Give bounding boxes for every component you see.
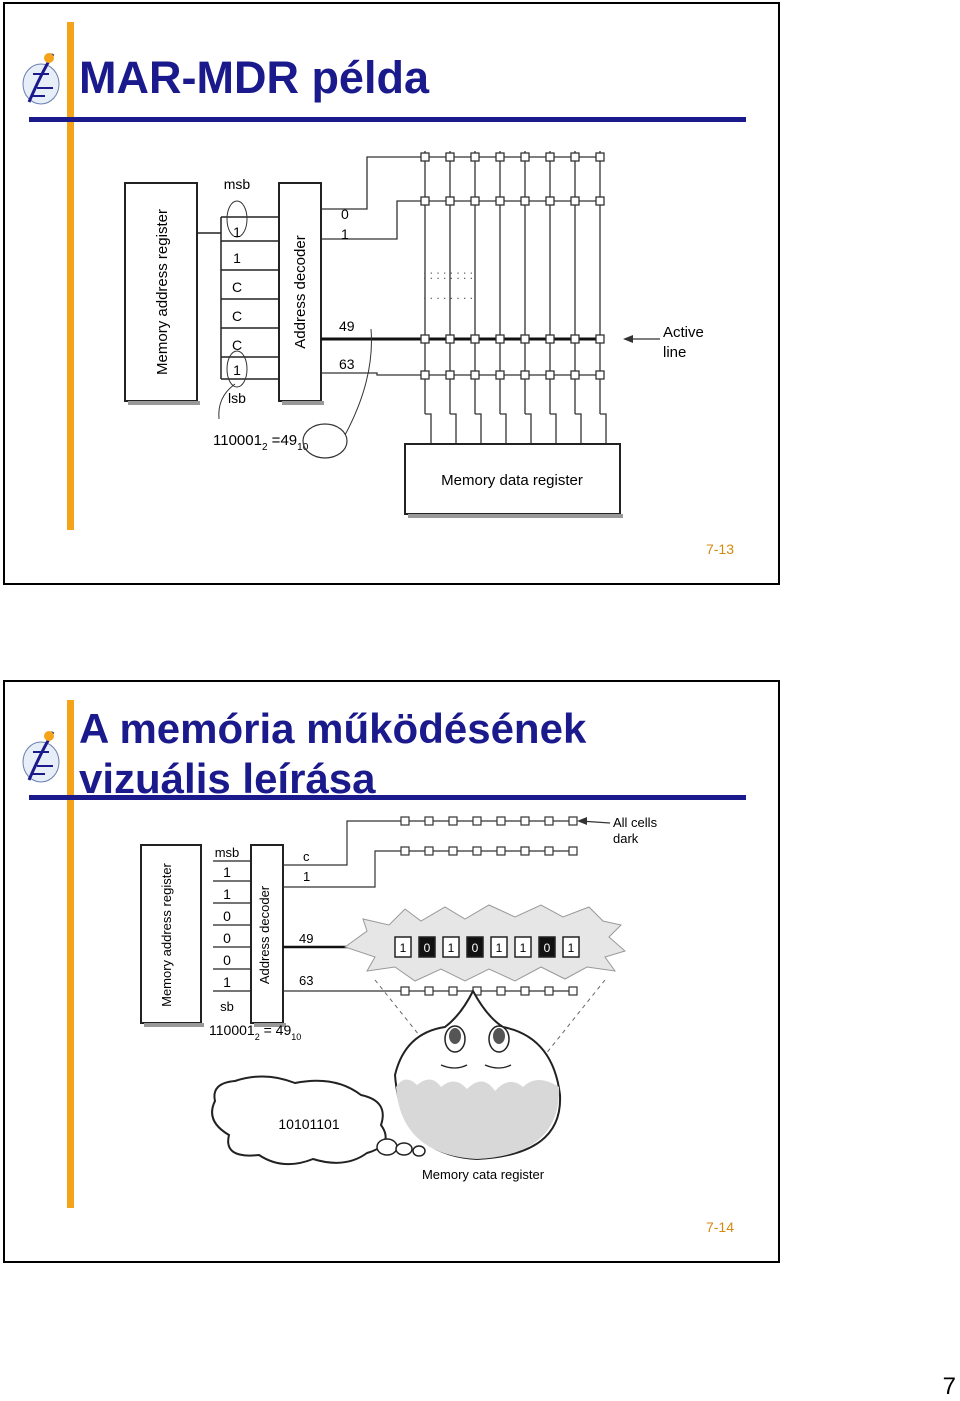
dark-cells-rows [400,816,578,996]
msb-label: msb [224,176,251,192]
bit-2: 0 [223,908,231,924]
title-line-1: A memória működésének [79,705,587,752]
address-decoder-box [250,844,284,1024]
thought-value: 10101101 [278,1116,339,1132]
decoder-label: Address decoder [292,235,309,348]
bit-4: 0 [223,952,231,968]
slide-number: 7-13 [705,541,734,557]
msb-label: msb [215,845,240,860]
mar-label: Memory address register [154,209,171,375]
mar-box [140,844,202,1024]
active-row-glow [343,904,627,982]
line-label-1: 1 [341,226,349,242]
title-underline [29,795,746,800]
title-line-2: vizuális leírása [79,755,376,802]
slide-7-13: MAR-MDR példa Memory address register 1 … [3,2,780,585]
equation: 1100012 =4910 [213,432,309,453]
bit-1: 1 [223,886,231,902]
bit-4: C [232,337,242,353]
svg-text:. . . . . . . .: . . . . . . . . [423,288,473,302]
cell-5: 1 [520,941,527,955]
ellipsis-dots: : : : : : : : : . . . . . . . . [423,268,473,302]
mar-box [124,182,198,402]
accent-bar [67,22,74,530]
accent-bar [67,700,74,1208]
mar-label: Memory address register [159,862,174,1006]
active-cells: 1 0 1 0 1 1 0 1 [394,936,580,958]
cell-1: 0 [424,941,431,955]
cell-4: 1 [496,941,503,955]
line-label-1: 1 [303,869,310,884]
all-cells-label-2: dark [613,831,639,846]
bit-2: C [232,279,242,295]
line-label-63: 63 [299,973,313,988]
mdr-creature [393,988,562,1161]
cell-3: 0 [472,941,479,955]
active-line-label-1: Active [663,324,704,341]
bit-0: 1 [223,864,231,880]
memory-grid [420,151,605,414]
bit-3: 0 [223,930,231,946]
line-label-0: 0 [341,206,349,222]
cell-7: 1 [568,941,575,955]
line-label-49: 49 [299,931,313,946]
line-label-63: 63 [339,356,355,372]
bit-column: 1 1 0 0 0 1 [213,860,253,992]
active-line-label-2: line [663,344,686,361]
memory-visual-diagram: Memory address register 1 1 0 0 0 1 msb … [140,815,658,1182]
cell-6: 0 [544,941,551,955]
decoder-label: Address decoder [257,885,272,984]
address-decoder-box [278,182,322,402]
lsb-label: lsb [228,390,246,406]
lsb-label: sb [220,999,234,1014]
bit-5: 1 [233,362,241,378]
title-underline [29,117,746,122]
bit-5: 1 [223,974,231,990]
mdr-box [404,443,621,515]
mdr-label: Memory data register [441,472,583,489]
all-cells-label-1: All cells [613,815,658,830]
logo-icon [22,731,60,783]
equation: 1100012 = 4910 [209,1022,301,1042]
cell-2: 1 [448,941,455,955]
mdr-label: Memory cata register [422,1167,545,1182]
line-label-49: 49 [339,318,355,334]
logo-icon [22,53,60,105]
cell-0: 1 [400,941,407,955]
bit-0: 1 [233,224,241,240]
slide-number: 7-14 [705,1219,734,1235]
line-label-0: c [303,849,310,864]
slide-7-14: A memória működésének vizuális leírása M… [3,680,780,1263]
svg-text:: : : : : : : :: : : : : : : : : [423,268,473,282]
bit-1: 1 [233,250,241,266]
slide-title: MAR-MDR példa [79,52,429,103]
slide-title: A memória működésének vizuális leírása [79,704,586,804]
mar-mdr-diagram: Memory address register 1 1 C C C 1 msb … [124,151,704,518]
bit-column: 1 1 C C C 1 [197,200,281,388]
page-number: 7 [942,1373,956,1400]
bit-3: C [232,308,242,324]
